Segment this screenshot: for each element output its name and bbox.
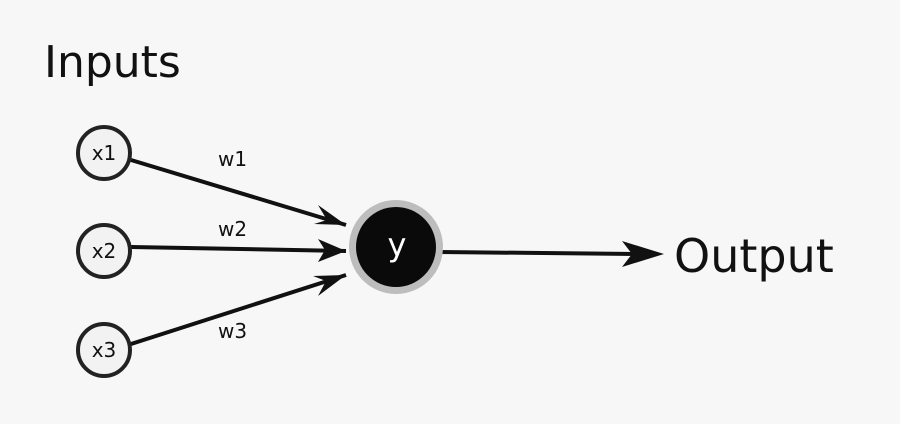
arrowhead-x3 (313, 275, 346, 296)
input-node-x3 (76, 322, 132, 378)
weight-label-w3: w3 (218, 319, 247, 343)
edge-x3-to-y (130, 273, 347, 346)
input-node-x1-label: x1 (92, 141, 117, 165)
input-node-x2-label: x2 (92, 239, 117, 263)
neuron-node-y (356, 207, 436, 287)
arrowhead-x2 (318, 239, 346, 262)
input-node-x1 (76, 125, 132, 181)
weight-label-w1: w1 (218, 147, 247, 171)
arrowhead-x1 (314, 205, 346, 225)
edge-x1-to-y (130, 158, 347, 227)
weight-label-w2: w2 (218, 217, 247, 241)
inputs-title: Inputs (44, 37, 181, 88)
neuron-label: y (388, 226, 407, 264)
edge-y-to-output (439, 250, 641, 256)
output-label: Output (674, 229, 834, 283)
edge-x2-to-y (130, 245, 347, 253)
input-node-x3-label: x3 (92, 338, 117, 362)
arrowhead-output (622, 241, 664, 267)
input-node-x2 (76, 223, 132, 279)
